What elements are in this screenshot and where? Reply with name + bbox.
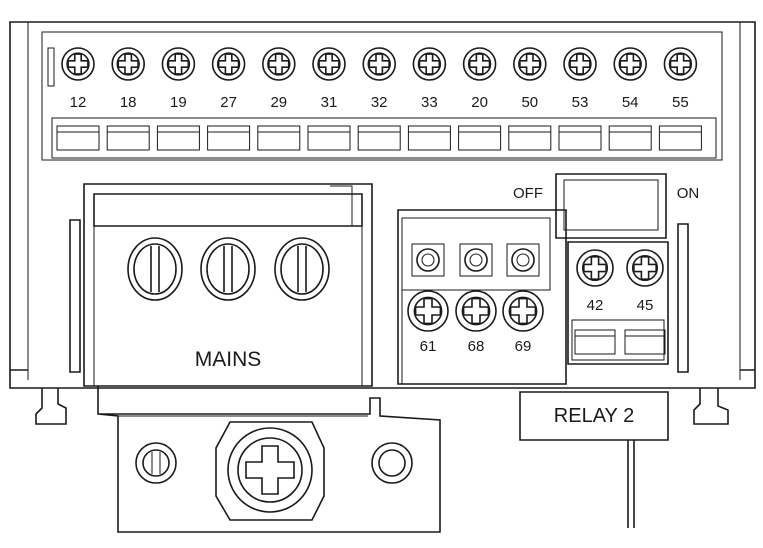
motor-terminal-block: 61 68 69 [397,209,567,385]
relay-wire-slot [574,329,616,355]
terminal-screw [362,47,397,81]
terminal-label: 12 [70,94,87,111]
relay-2-block: 42 45 RELAY 2 [519,241,669,528]
motor-terminal-screw [407,290,449,332]
wire-slot [207,125,251,151]
terminal-screw [312,47,346,81]
wire-slot [558,125,602,151]
relay-terminal-label: 45 [637,297,654,314]
wire-slot [407,125,451,151]
motor-terminal-label: 68 [468,338,485,355]
terminal-screw [563,47,597,81]
terminal-screw [261,47,296,81]
motor-terminal-screw [455,290,497,332]
terminal-screw [512,47,547,81]
relay-2-label: RELAY 2 [554,405,634,427]
terminal-label: 20 [471,94,488,111]
wire-slot [458,125,502,151]
terminal-label: 53 [572,94,589,111]
wire-slot [156,125,200,151]
plate-hole-left [135,442,177,484]
indicator-socket [411,243,445,277]
terminal-screw [111,47,145,81]
terminal-screw [663,47,698,81]
wire-slot [357,125,401,151]
terminal-screw [211,47,246,81]
control-terminal-strip: 12 18 19 27 29 31 32 33 20 50 53 54 55 [47,47,717,159]
motor-terminal-label: 69 [515,338,532,355]
mains-screw [200,237,256,301]
wire-slot [307,125,351,151]
switch-on-label: ON [677,185,700,202]
wire-slot [106,125,150,151]
relay-terminal-screw [576,249,614,287]
terminal-label: 55 [672,94,689,111]
wire-slot [608,125,652,151]
motor-terminal-label: 61 [420,338,437,355]
terminal-label: 19 [170,94,187,111]
switch-off-label: OFF [513,185,543,202]
terminal-label: 54 [622,94,639,111]
indicator-socket [506,243,540,277]
indicator-socket [459,243,493,277]
wire-slot [56,125,100,151]
grounding-plate [97,386,441,533]
wire-slot [658,125,702,151]
wire-slot [257,125,301,151]
terminal-screw [412,47,447,81]
terminal-label: 29 [270,94,287,111]
relay-terminal-label: 42 [587,297,604,314]
off-on-switch: OFF ON [513,173,700,239]
relay-wire-slot [624,329,666,355]
plate-hole-right [371,442,413,484]
mains-label: MAINS [195,348,262,371]
ground-stud [215,421,325,521]
terminal-screw [161,47,196,81]
terminal-screw [61,47,95,81]
device-housing [9,21,756,425]
terminal-label: 18 [120,94,137,111]
mains-connector: MAINS [83,183,373,387]
terminal-label: 27 [220,94,237,111]
relay-terminal-screw [626,249,664,287]
motor-terminal-screw [502,290,544,332]
mains-screw [274,237,330,301]
terminal-label: 33 [421,94,438,111]
terminal-screw [613,47,648,81]
mains-screw [127,237,183,301]
terminal-label: 32 [371,94,388,111]
terminal-screw [462,47,497,81]
terminal-label: 50 [521,94,538,111]
wire-slot [508,125,552,151]
terminal-label: 31 [321,94,338,111]
